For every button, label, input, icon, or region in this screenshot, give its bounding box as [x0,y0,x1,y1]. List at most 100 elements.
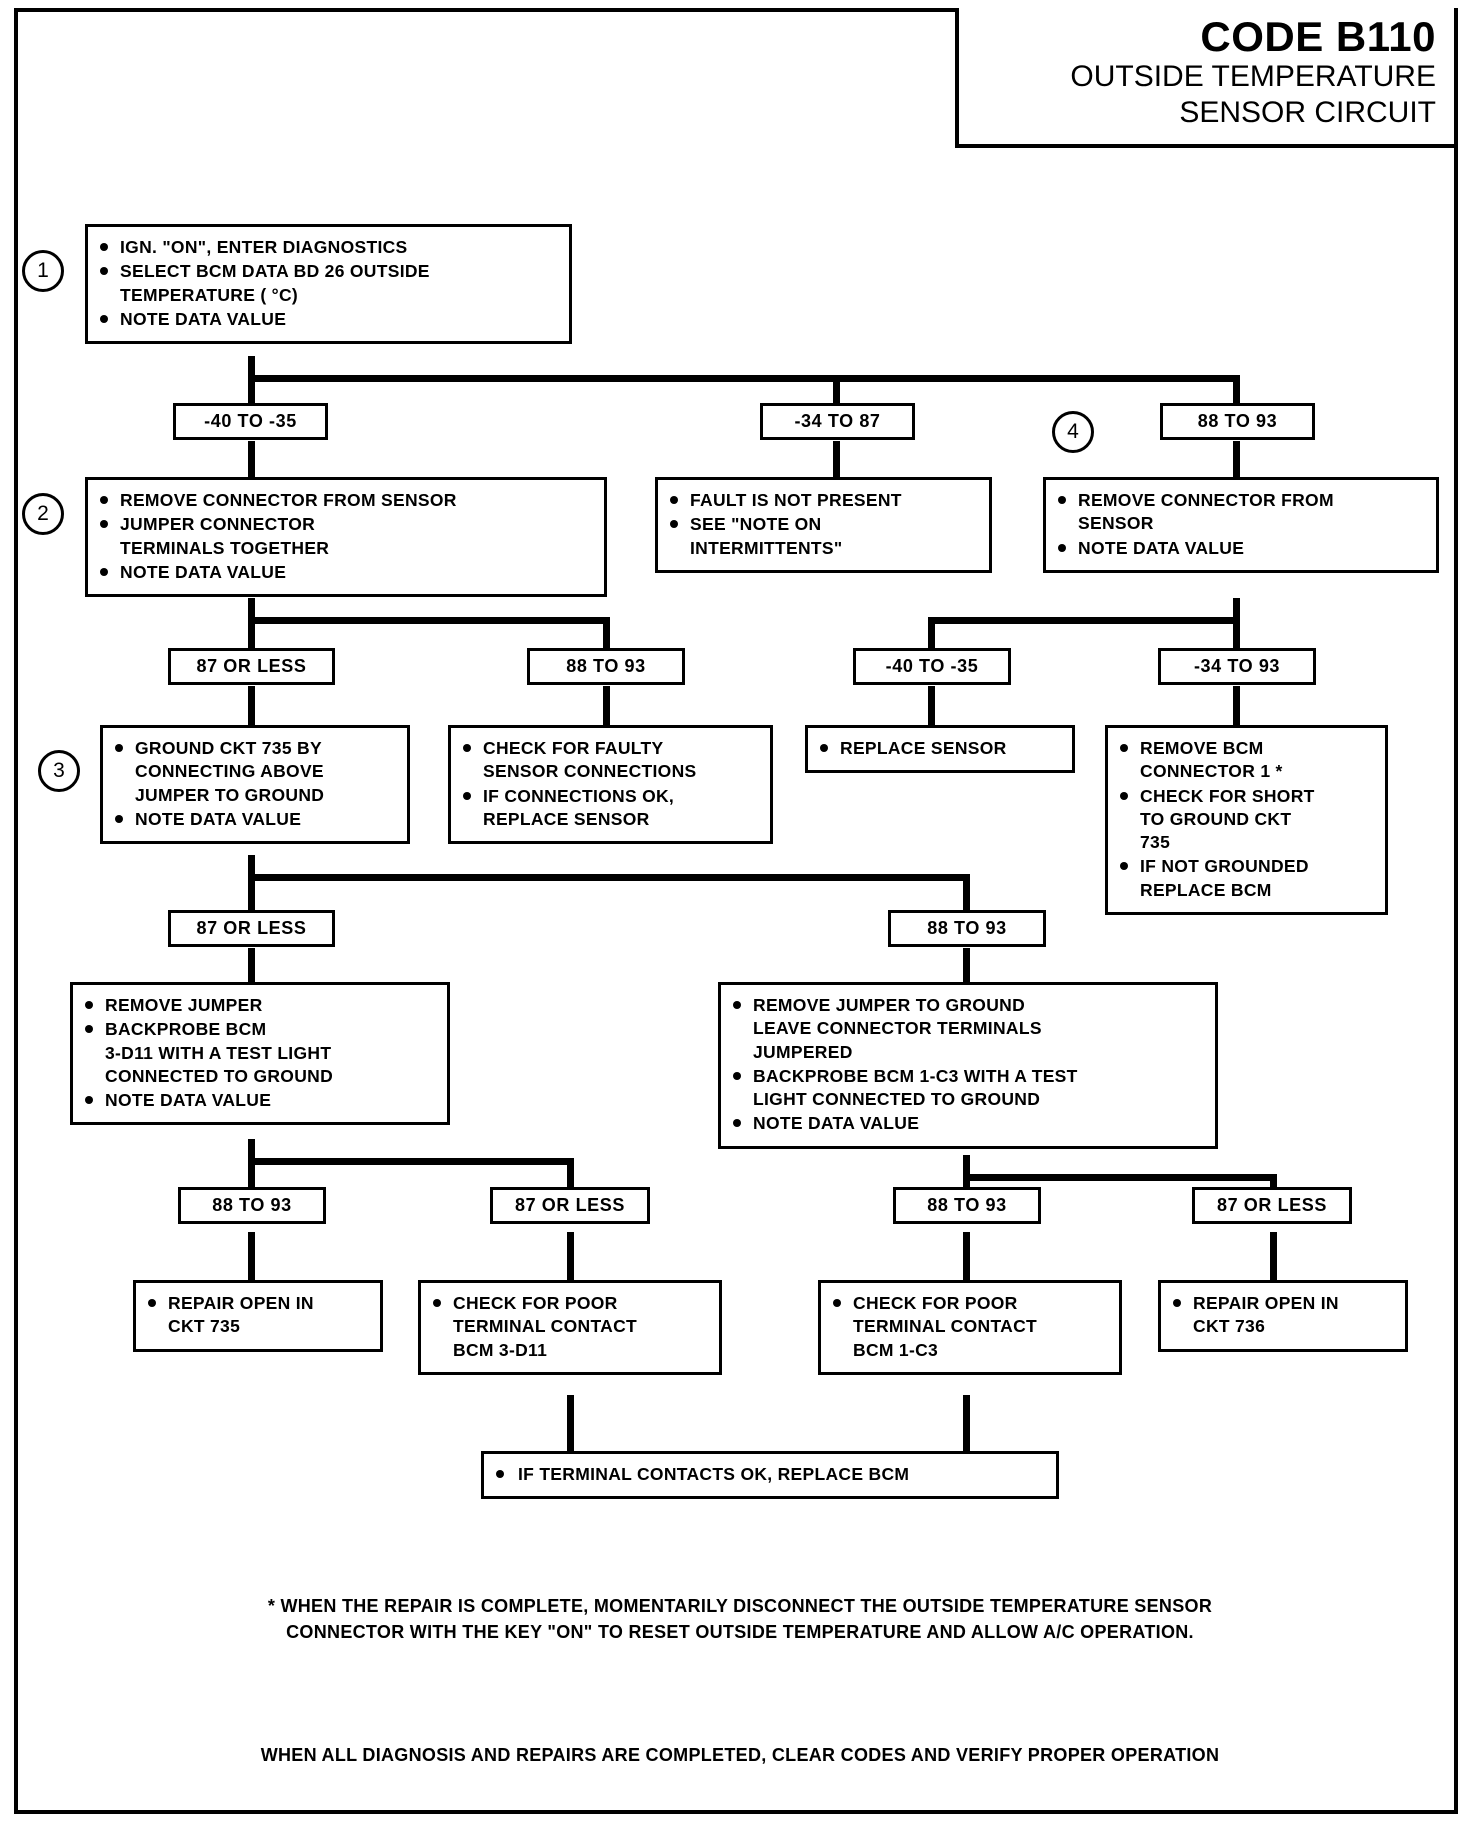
box-line: REMOVE BCM CONNECTOR 1 * [1118,737,1375,784]
box-line: NOTE DATA VALUE [1056,537,1426,560]
connector-line [928,686,935,725]
box-line: REMOVE JUMPER [83,994,437,1017]
box-line: REMOVE JUMPER TO GROUND LEAVE CONNECTOR … [731,994,1205,1064]
box-line: CHECK FOR POOR TERMINAL CONTACT BCM 1-C3 [831,1292,1109,1362]
terminal-contacts-ok-replace-bcm-box: IF TERMINAL CONTACTS OK, REPLACE BCM [481,1451,1059,1500]
footnote-line-1: * WHEN THE REPAIR IS COMPLETE, MOMENTARI… [267,1596,1213,1616]
branch-label-88-to-93-r3: 88 TO 93 [888,910,1046,947]
box-line: NOTE DATA VALUE [83,1089,437,1112]
box-line: FAULT IS NOT PRESENT [668,489,979,512]
fault-not-present-box: FAULT IS NOT PRESENT SEE "NOTE ON INTERM… [655,477,992,573]
box-line: CHECK FOR FAULTY SENSOR CONNECTIONS [461,737,760,784]
connector-line [928,617,935,648]
remove-jumper-backprobe-3d11-box: REMOVE JUMPER BACKPROBE BCM 3-D11 WITH A… [70,982,450,1126]
connector-line [248,874,970,881]
box-line: GROUND CKT 735 BY CONNECTING ABOVE JUMPE… [113,737,397,807]
replace-sensor-box: REPLACE SENSOR [805,725,1075,774]
box-line: SELECT BCM DATA BD 26 OUTSIDE TEMPERATUR… [98,260,559,307]
step-number-2: 2 [22,493,64,535]
box-line: IF TERMINAL CONTACTS OK, REPLACE BCM [494,1463,1046,1486]
poor-terminal-contact-3d11-box: CHECK FOR POOR TERMINAL CONTACT BCM 3-D1… [418,1280,722,1375]
connector-line [248,855,255,910]
branch-label-88-to-93-r2: 88 TO 93 [527,648,685,685]
faulty-sensor-connections-box: CHECK FOR FAULTY SENSOR CONNECTIONS IF C… [448,725,773,845]
fault-code-title: CODE B110 [1200,13,1436,60]
connector-line [248,375,1240,382]
connector-line [963,948,970,982]
connector-line [833,375,840,403]
connector-line [1233,375,1240,403]
box-line: SEE "NOTE ON INTERMITTENTS" [668,513,979,560]
branch-label-88-to-93-top: 88 TO 93 [1160,403,1315,440]
connector-line [567,1158,574,1187]
connector-line [603,686,610,725]
box-line: BACKPROBE BCM 3-D11 WITH A TEST LIGHT CO… [83,1018,437,1088]
connector-line [963,874,970,910]
box-line: BACKPROBE BCM 1-C3 WITH A TEST LIGHT CON… [731,1065,1205,1112]
branch-label-87-or-less-r3: 87 OR LESS [168,910,335,947]
connector-line [1270,1232,1277,1280]
box-line: NOTE DATA VALUE [98,308,559,331]
step-box-2: REMOVE CONNECTOR FROM SENSOR JUMPER CONN… [85,477,607,598]
connector-line [248,686,255,725]
branch-label-minus34-to-87: -34 TO 87 [760,403,915,440]
branch-label-87-or-less-r4d: 87 OR LESS [1192,1187,1352,1224]
box-line: REPLACE SENSOR [818,737,1062,760]
connector-line [248,1158,574,1165]
title-line-2: OUTSIDE TEMPERATURE [1070,59,1436,93]
connector-line [567,1395,574,1451]
connector-line [1270,1174,1277,1187]
box-line: IGN. "ON", ENTER DIAGNOSTICS [98,236,559,259]
box-line: REPAIR OPEN IN CKT 735 [146,1292,370,1339]
box-line: REPAIR OPEN IN CKT 736 [1171,1292,1395,1339]
connector-line [963,1232,970,1280]
box-line: NOTE DATA VALUE [731,1112,1205,1135]
connector-line [248,617,610,624]
step-number-4: 4 [1052,411,1094,453]
step-number-1: 1 [22,250,64,292]
connector-line [963,1174,1277,1181]
step-box-1: IGN. "ON", ENTER DIAGNOSTICS SELECT BCM … [85,224,572,345]
title-block: CODE B110 OUTSIDE TEMPERATURE SENSOR CIR… [955,8,1458,149]
branch-label-minus34-to-93-r2: -34 TO 93 [1158,648,1316,685]
connector-line [248,375,255,403]
connector-line [567,1232,574,1280]
box-line: IF CONNECTIONS OK, REPLACE SENSOR [461,785,760,832]
branch-label-88-to-93-r4a: 88 TO 93 [178,1187,326,1224]
box-line: NOTE DATA VALUE [98,561,594,584]
branch-label-minus40-to-minus35: -40 TO -35 [173,403,328,440]
repair-open-ckt-736-box: REPAIR OPEN IN CKT 736 [1158,1280,1408,1352]
connector-line [248,441,255,477]
title-line-3: SENSOR CIRCUIT [1179,96,1436,130]
repair-open-ckt-735-box: REPAIR OPEN IN CKT 735 [133,1280,383,1352]
branch-label-87-or-less-r4b: 87 OR LESS [490,1187,650,1224]
step-box-3: GROUND CKT 735 BY CONNECTING ABOVE JUMPE… [100,725,410,845]
connector-line [248,1232,255,1280]
footnote-repair-complete: * WHEN THE REPAIR IS COMPLETE, MOMENTARI… [70,1593,1410,1645]
bottom-note-clear-codes: WHEN ALL DIAGNOSIS AND REPAIRS ARE COMPL… [260,1745,1220,1765]
step-number-3: 3 [38,750,80,792]
step-box-4: REMOVE CONNECTOR FROM SENSOR NOTE DATA V… [1043,477,1439,573]
page-border [14,8,1458,1814]
footnote-line-2: CONNECTOR WITH THE KEY "ON" TO RESET OUT… [286,1622,1194,1643]
connector-line [833,441,840,477]
poor-terminal-contact-1c3-box: CHECK FOR POOR TERMINAL CONTACT BCM 1-C3 [818,1280,1122,1375]
box-line: CHECK FOR SHORT TO GROUND CKT 735 [1118,785,1375,855]
box-line: NOTE DATA VALUE [113,808,397,831]
connector-line [1233,441,1240,477]
connector-line [928,617,1240,624]
branch-label-minus40-to-minus35-r2: -40 TO -35 [853,648,1011,685]
box-line: IF NOT GROUNDED REPLACE BCM [1118,855,1375,902]
box-line: REMOVE CONNECTOR FROM SENSOR [98,489,594,512]
box-line: REMOVE CONNECTOR FROM SENSOR [1056,489,1426,536]
connector-line [963,1395,970,1451]
remove-jumper-to-ground-backprobe-1c3-box: REMOVE JUMPER TO GROUND LEAVE CONNECTOR … [718,982,1218,1149]
connector-line [963,1155,970,1187]
connector-line [248,948,255,982]
box-line: JUMPER CONNECTOR TERMINALS TOGETHER [98,513,594,560]
remove-bcm-connector-1-box: REMOVE BCM CONNECTOR 1 * CHECK FOR SHORT… [1105,725,1388,915]
connector-line [1233,686,1240,725]
branch-label-87-or-less-r2: 87 OR LESS [168,648,335,685]
box-line: CHECK FOR POOR TERMINAL CONTACT BCM 3-D1… [431,1292,709,1362]
